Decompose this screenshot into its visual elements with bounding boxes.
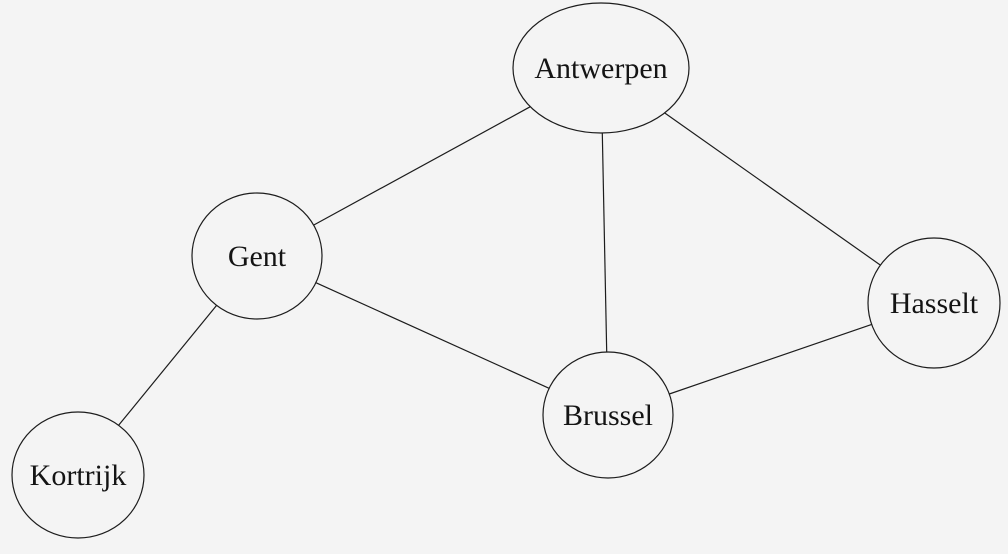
node-circle-brussel xyxy=(542,351,674,479)
edge-gent-brussel xyxy=(315,282,550,389)
node-circle-antwerpen xyxy=(512,2,690,134)
node-label-kortrijk: Kortrijk xyxy=(30,459,127,492)
node-label-brussel: Brussel xyxy=(563,399,653,432)
node-hasselt: Hasselt xyxy=(867,237,1001,369)
node-label-gent: Gent xyxy=(228,240,287,273)
edge-gent-kortrijk xyxy=(118,305,218,426)
node-gent: Gent xyxy=(191,192,323,320)
edge-antwerpen-brussel xyxy=(601,132,608,353)
node-brussel: Brussel xyxy=(542,351,674,479)
node-antwerpen: Antwerpen xyxy=(512,2,690,134)
node-label-hasselt: Hasselt xyxy=(890,287,979,320)
node-label-antwerpen: Antwerpen xyxy=(534,52,667,85)
edge-antwerpen-gent xyxy=(313,106,531,226)
edge-brussel-hasselt xyxy=(669,323,872,395)
node-circle-hasselt xyxy=(867,237,1001,369)
node-circle-kortrijk xyxy=(11,411,145,539)
node-circle-gent xyxy=(191,192,323,320)
node-kortrijk: Kortrijk xyxy=(11,411,145,539)
edge-antwerpen-hasselt xyxy=(664,112,881,266)
